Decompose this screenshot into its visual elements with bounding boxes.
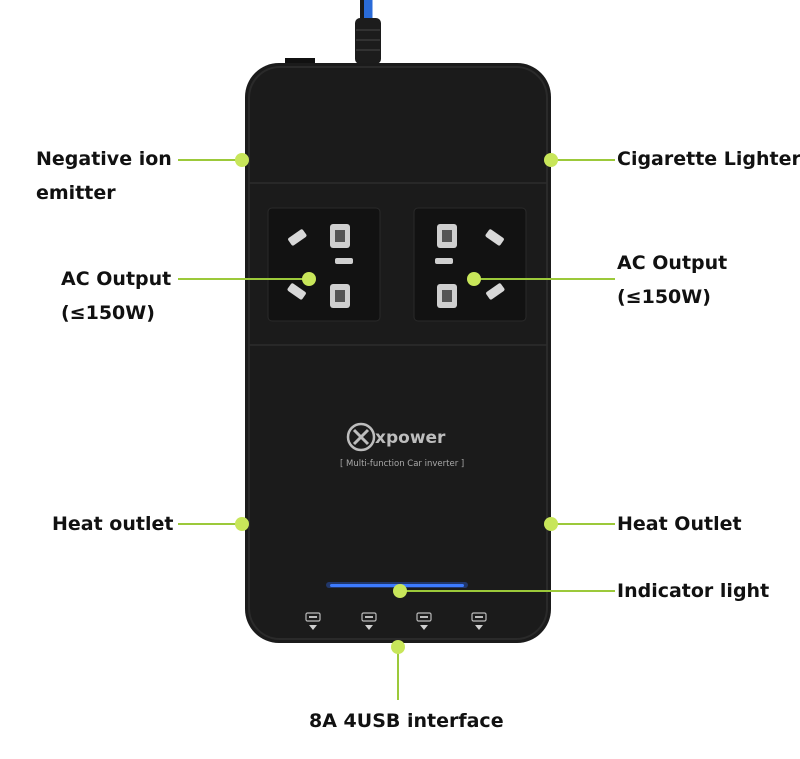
usb-port [416, 612, 432, 630]
dot-indicator [393, 584, 407, 598]
inverter-body [245, 63, 551, 643]
leader-lines [178, 159, 615, 700]
usb-port [361, 612, 377, 630]
label-usb-interface: 8A 4USB interface [309, 710, 504, 732]
label-negative-ion: Negative ion emitter [36, 148, 172, 204]
dot-negative-ion [235, 153, 249, 167]
callout-dots [235, 153, 558, 654]
product-tagline: [ Multi-function Car inverter ] [340, 459, 464, 469]
power-cable [285, 0, 381, 68]
usb-port [471, 612, 487, 630]
dot-cigarette-lighter [544, 153, 558, 167]
dot-usb [391, 640, 405, 654]
label-ac-output-left: AC Output (≤150W) [61, 268, 172, 324]
usb-port [305, 612, 321, 630]
dot-heat-right [544, 517, 558, 531]
brand-logo: xpower [346, 422, 446, 452]
label-indicator-light: Indicator light [617, 580, 770, 602]
label-heat-outlet-right: Heat Outlet [617, 513, 742, 535]
label-ac-output-right: AC Output (≤150W) [617, 252, 728, 308]
label-heat-outlet-left: Heat outlet [52, 513, 174, 535]
ac-socket-right [413, 207, 527, 322]
dot-heat-left [235, 517, 249, 531]
label-cigarette-lighter: Cigarette Lighter [617, 148, 800, 170]
brand-name: xpower [375, 428, 446, 448]
dot-ac-right [467, 272, 481, 286]
usb-ports [305, 612, 487, 630]
ac-socket-left [267, 207, 381, 322]
dot-ac-left [302, 272, 316, 286]
